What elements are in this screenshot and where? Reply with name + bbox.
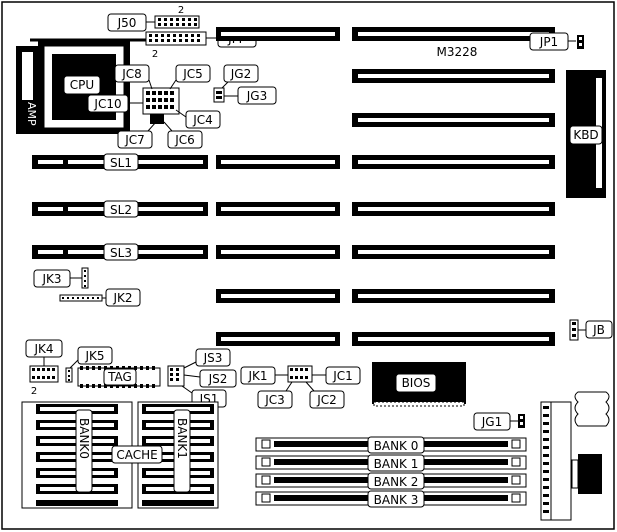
j50-label: J50 bbox=[117, 16, 137, 30]
simm-bank-2-label: BANK 2 bbox=[374, 475, 419, 489]
simm-bank-0: BANK 0 bbox=[255, 436, 527, 454]
svg-text:JC6: JC6 bbox=[174, 133, 195, 147]
jk1-jc-jumper-block bbox=[287, 365, 313, 383]
bios-label: BIOS bbox=[402, 376, 431, 390]
svg-text:JK1: JK1 bbox=[247, 369, 267, 383]
svg-text:JC5: JC5 bbox=[182, 67, 203, 81]
jp1-jumper: JP1 bbox=[529, 32, 584, 51]
svg-text:JC2: JC2 bbox=[316, 393, 337, 407]
js-jumper-block bbox=[167, 365, 185, 387]
expansion-slots bbox=[216, 27, 555, 346]
jk2-jumper: JK2 bbox=[59, 288, 141, 307]
j50-connector: J50 2 bbox=[107, 5, 200, 32]
svg-text:SL1: SL1 bbox=[110, 156, 132, 170]
svg-text:JK3: JK3 bbox=[41, 272, 61, 286]
svg-text:JS3: JS3 bbox=[203, 351, 223, 365]
svg-text:JC1: JC1 bbox=[332, 369, 353, 383]
js3-callout: JS3 bbox=[183, 348, 231, 369]
jc10-callout: JC10 bbox=[87, 94, 143, 113]
svg-text:JS2: JS2 bbox=[208, 372, 228, 386]
svg-text:JC3: JC3 bbox=[264, 393, 285, 407]
jk4-pin-label: 2 bbox=[31, 386, 37, 397]
cpu-label: CPU bbox=[70, 78, 94, 92]
jc7-callout: JC7 bbox=[117, 121, 157, 149]
jk4-jumper: JK4 2 bbox=[25, 339, 63, 397]
simm-bank-1-label: BANK 1 bbox=[374, 457, 419, 471]
jfp-pin-label: 2 bbox=[152, 49, 158, 60]
jc1-callout: JC1 bbox=[312, 366, 361, 385]
amp-label: AMP bbox=[25, 102, 38, 126]
jk3-jumper: JK3 bbox=[33, 267, 89, 289]
svg-text:JC4: JC4 bbox=[192, 113, 213, 127]
jk5-jumper: JK5 bbox=[65, 346, 113, 383]
jg2-label: JG2 bbox=[230, 67, 251, 81]
cache-bank0-label: BANK0 bbox=[77, 418, 91, 459]
jg1-jumper: JG1 bbox=[473, 412, 525, 431]
power-connector bbox=[540, 391, 610, 521]
sl3-slot: SL3 bbox=[32, 243, 208, 261]
kbd-label: KBD bbox=[573, 128, 598, 142]
sl2-slot: SL2 bbox=[32, 200, 208, 218]
jc4-callout: JC4 bbox=[175, 109, 221, 129]
simm-bank-3: BANK 3 bbox=[255, 490, 527, 508]
jc8-callout: JC8 bbox=[114, 64, 153, 90]
svg-text:SL3: SL3 bbox=[110, 246, 132, 260]
simm-bank-3-label: BANK 3 bbox=[374, 493, 419, 507]
jg2-jg3-jumper: JG2 JG3 bbox=[213, 64, 277, 105]
jp1-label: JP1 bbox=[539, 35, 558, 49]
jg3-label: JG3 bbox=[246, 89, 267, 103]
svg-text:JK5: JK5 bbox=[84, 349, 104, 363]
tag-sram: TAG bbox=[77, 366, 161, 388]
simm-bank-0-label: BANK 0 bbox=[374, 439, 419, 453]
jk1-callout: JK1 bbox=[240, 366, 288, 385]
jc3-callout: JC3 bbox=[257, 381, 293, 409]
cache-label: CACHE bbox=[116, 448, 157, 462]
jc6-callout: JC6 bbox=[163, 121, 203, 149]
tag-label: TAG bbox=[107, 370, 132, 384]
svg-text:JC8: JC8 bbox=[121, 67, 142, 81]
jb-label: JB bbox=[592, 323, 605, 337]
cpu-jumper-block bbox=[142, 87, 180, 124]
svg-text:JK2: JK2 bbox=[112, 291, 132, 305]
keyboard-connector: KBD bbox=[566, 70, 606, 198]
svg-text:JC7: JC7 bbox=[124, 133, 145, 147]
simm-bank-2: BANK 2 bbox=[255, 472, 527, 490]
svg-text:JC10: JC10 bbox=[93, 97, 121, 111]
cache-bank1-label: BANK1 bbox=[175, 418, 189, 459]
simm-bank-1: BANK 1 bbox=[255, 454, 527, 472]
board-model-label: M3228 bbox=[437, 45, 478, 59]
j50-pin-label: 2 bbox=[178, 5, 184, 16]
sl1-slot: SL1 bbox=[32, 153, 208, 171]
jg1-label: JG1 bbox=[481, 415, 502, 429]
cache-label-group: CACHE bbox=[111, 445, 163, 464]
jc2-callout: JC2 bbox=[305, 381, 345, 409]
jb-connector: JB bbox=[569, 319, 613, 341]
cpu-socket: AMP CPU bbox=[16, 38, 146, 134]
svg-text:JK4: JK4 bbox=[33, 342, 53, 356]
jc5-callout: JC5 bbox=[169, 64, 211, 90]
js2-callout: JS2 bbox=[183, 369, 237, 388]
bios-chip: BIOS bbox=[372, 362, 466, 407]
svg-text:SL2: SL2 bbox=[110, 203, 132, 217]
